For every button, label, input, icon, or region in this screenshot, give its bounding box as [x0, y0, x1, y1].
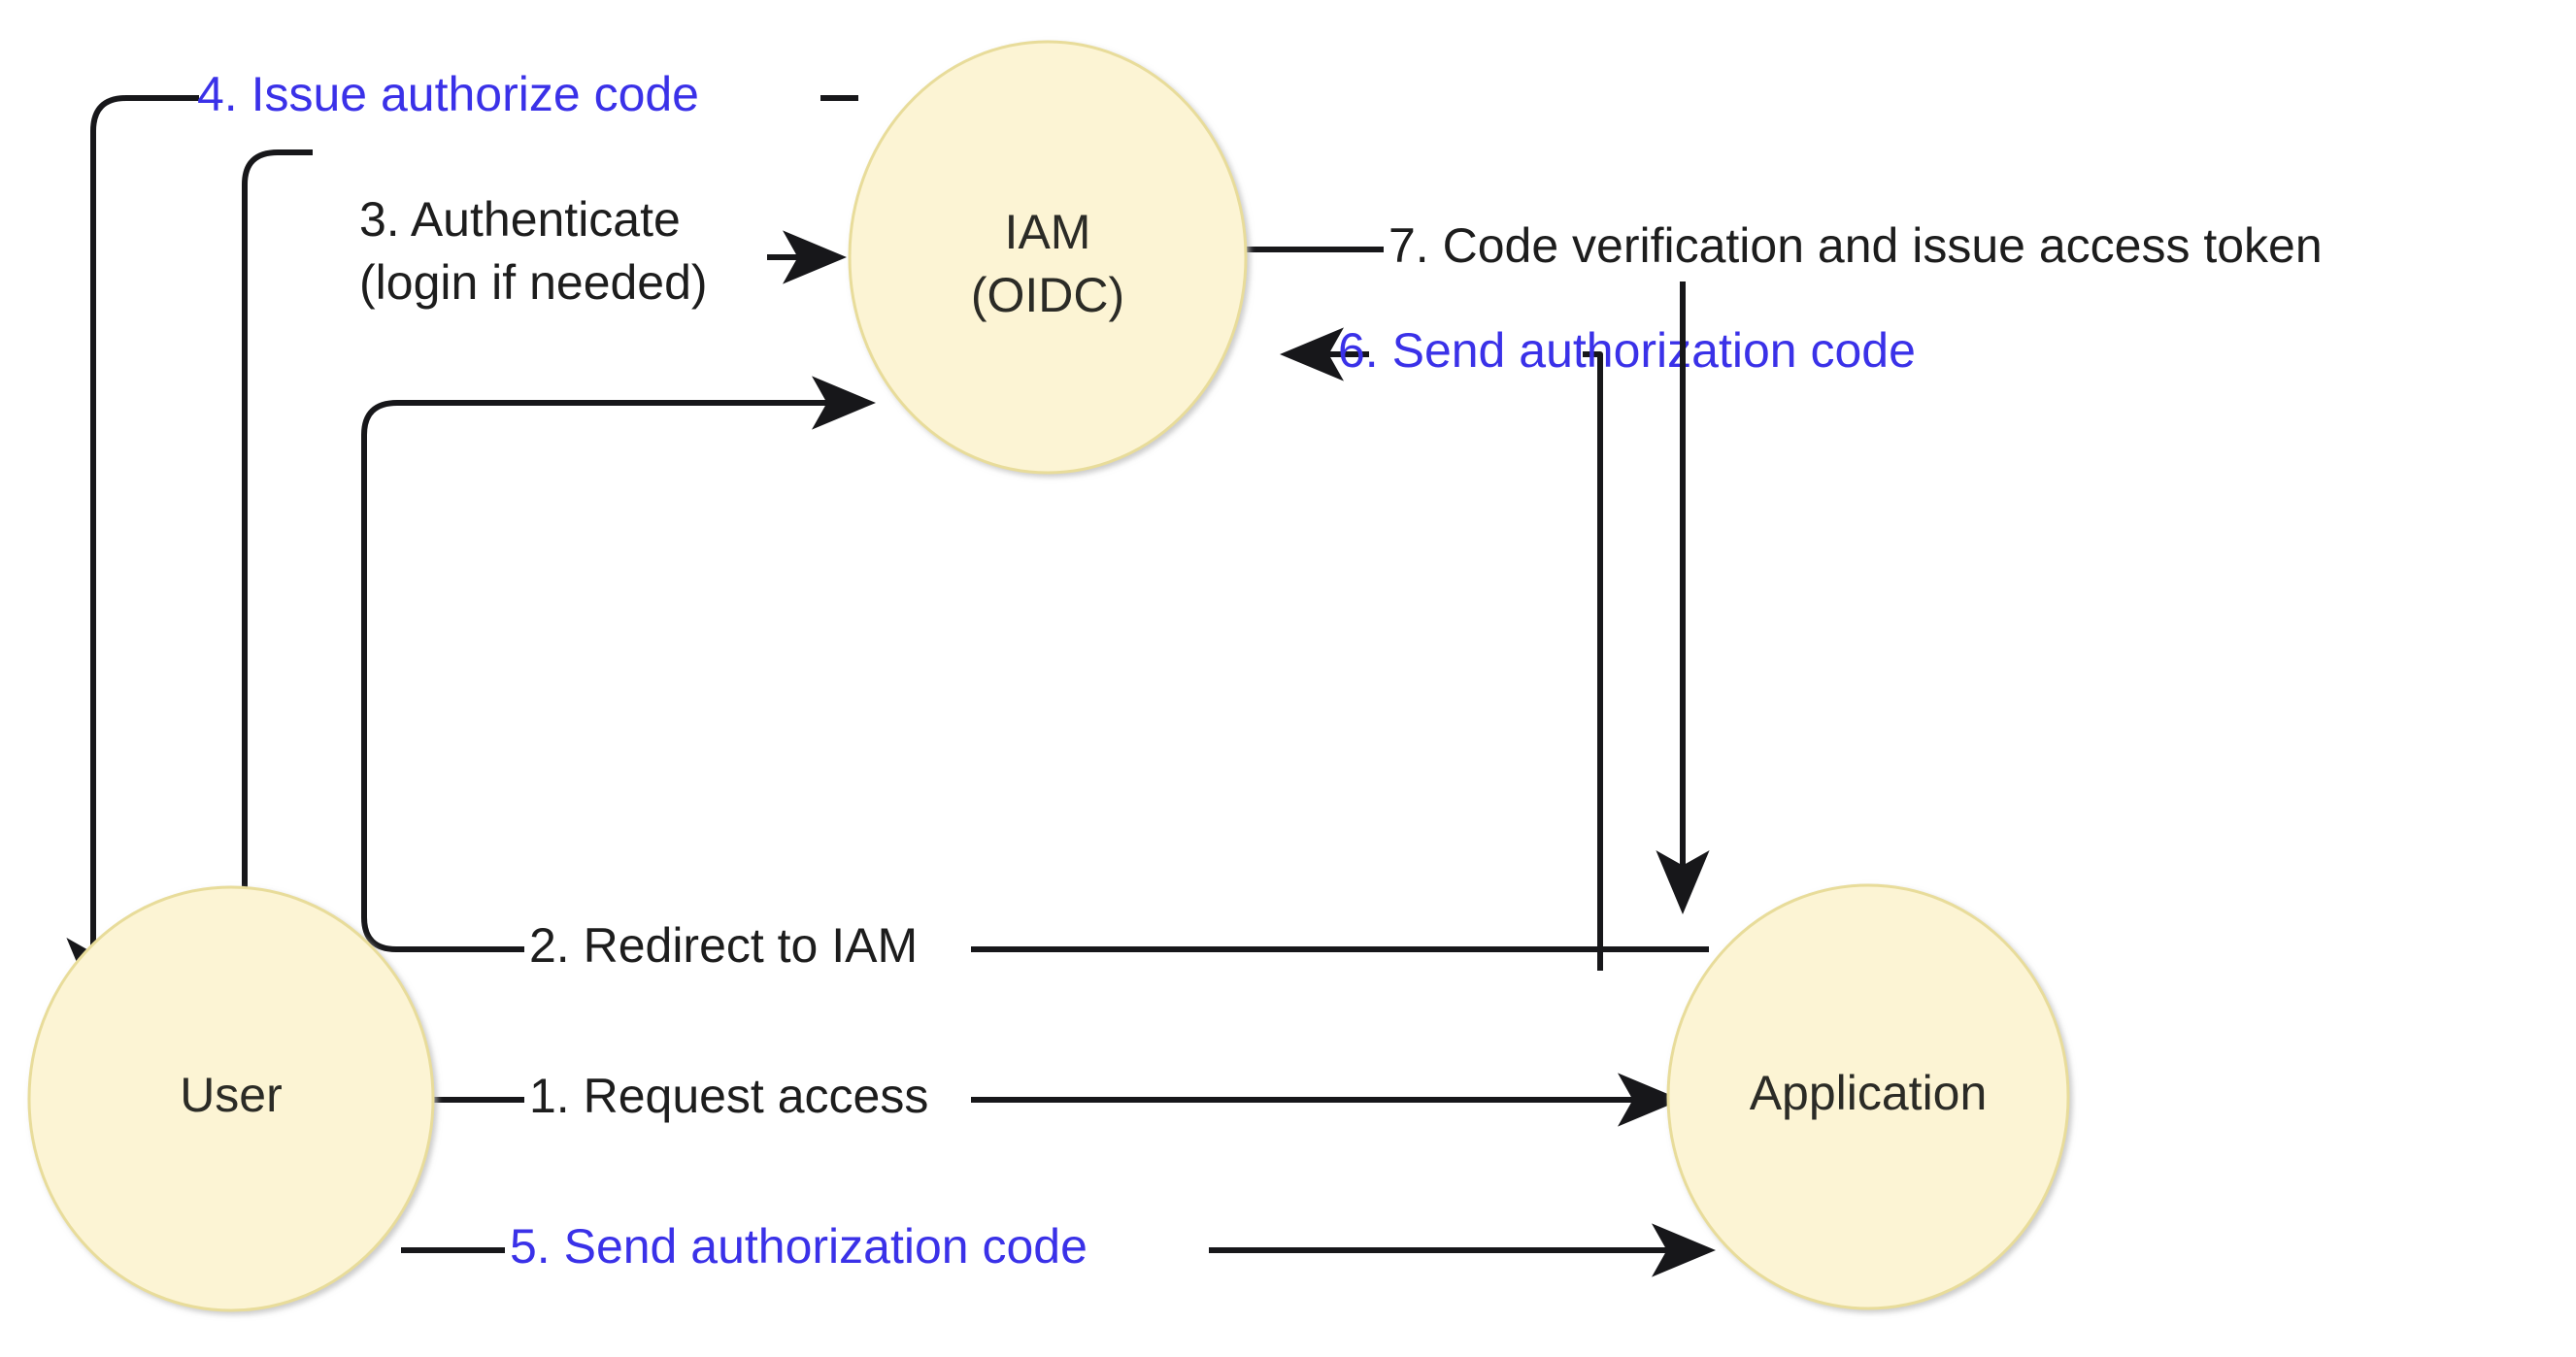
edge-step3-label-line2: (login if needed)	[359, 255, 708, 310]
node-iam-shape[interactable]	[848, 40, 1248, 475]
edge-step6: 6. Send authorization code	[1280, 323, 1916, 971]
edge-step6-label: 6. Send authorization code	[1338, 323, 1916, 378]
node-iam[interactable]: IAM (OIDC)	[848, 40, 1248, 475]
edge-step2-path-riser	[361, 400, 845, 952]
edge-step4-label: 4. Issue authorize code	[197, 67, 699, 121]
node-iam-label-line1: IAM	[1005, 205, 1091, 259]
edge-step4: 4. Issue authorize code	[66, 67, 858, 1002]
edge-step2: 2. Redirect to IAM	[361, 376, 1709, 973]
edge-step5-label: 5. Send authorization code	[510, 1219, 1087, 1274]
edge-step2-label: 2. Redirect to IAM	[529, 918, 918, 973]
edge-step6-path	[1583, 351, 1603, 971]
edge-step3-label-line1: 3. Authenticate	[359, 192, 681, 247]
edge-step1: 1. Request access	[430, 1069, 1682, 1127]
edge-step1-label: 1. Request access	[529, 1069, 928, 1123]
node-application-label: Application	[1750, 1066, 1988, 1120]
edge-step4-path	[90, 95, 858, 971]
edge-step7: 7. Code verification and issue access to…	[1245, 218, 2323, 914]
node-application-shape[interactable]	[1666, 883, 2070, 1310]
edge-step3-path	[242, 149, 313, 971]
node-iam-label-line2: (OIDC)	[971, 268, 1124, 322]
node-user-label: User	[180, 1068, 283, 1122]
edge-step3: 3. Authenticate (login if needed)	[217, 149, 847, 1002]
edge-step5: 5. Send authorization code	[401, 1219, 1716, 1277]
edge-step7-label: 7. Code verification and issue access to…	[1388, 218, 2323, 273]
node-user[interactable]: User	[27, 885, 435, 1312]
node-user-shape[interactable]	[27, 885, 435, 1312]
node-application[interactable]: Application	[1666, 883, 2070, 1310]
